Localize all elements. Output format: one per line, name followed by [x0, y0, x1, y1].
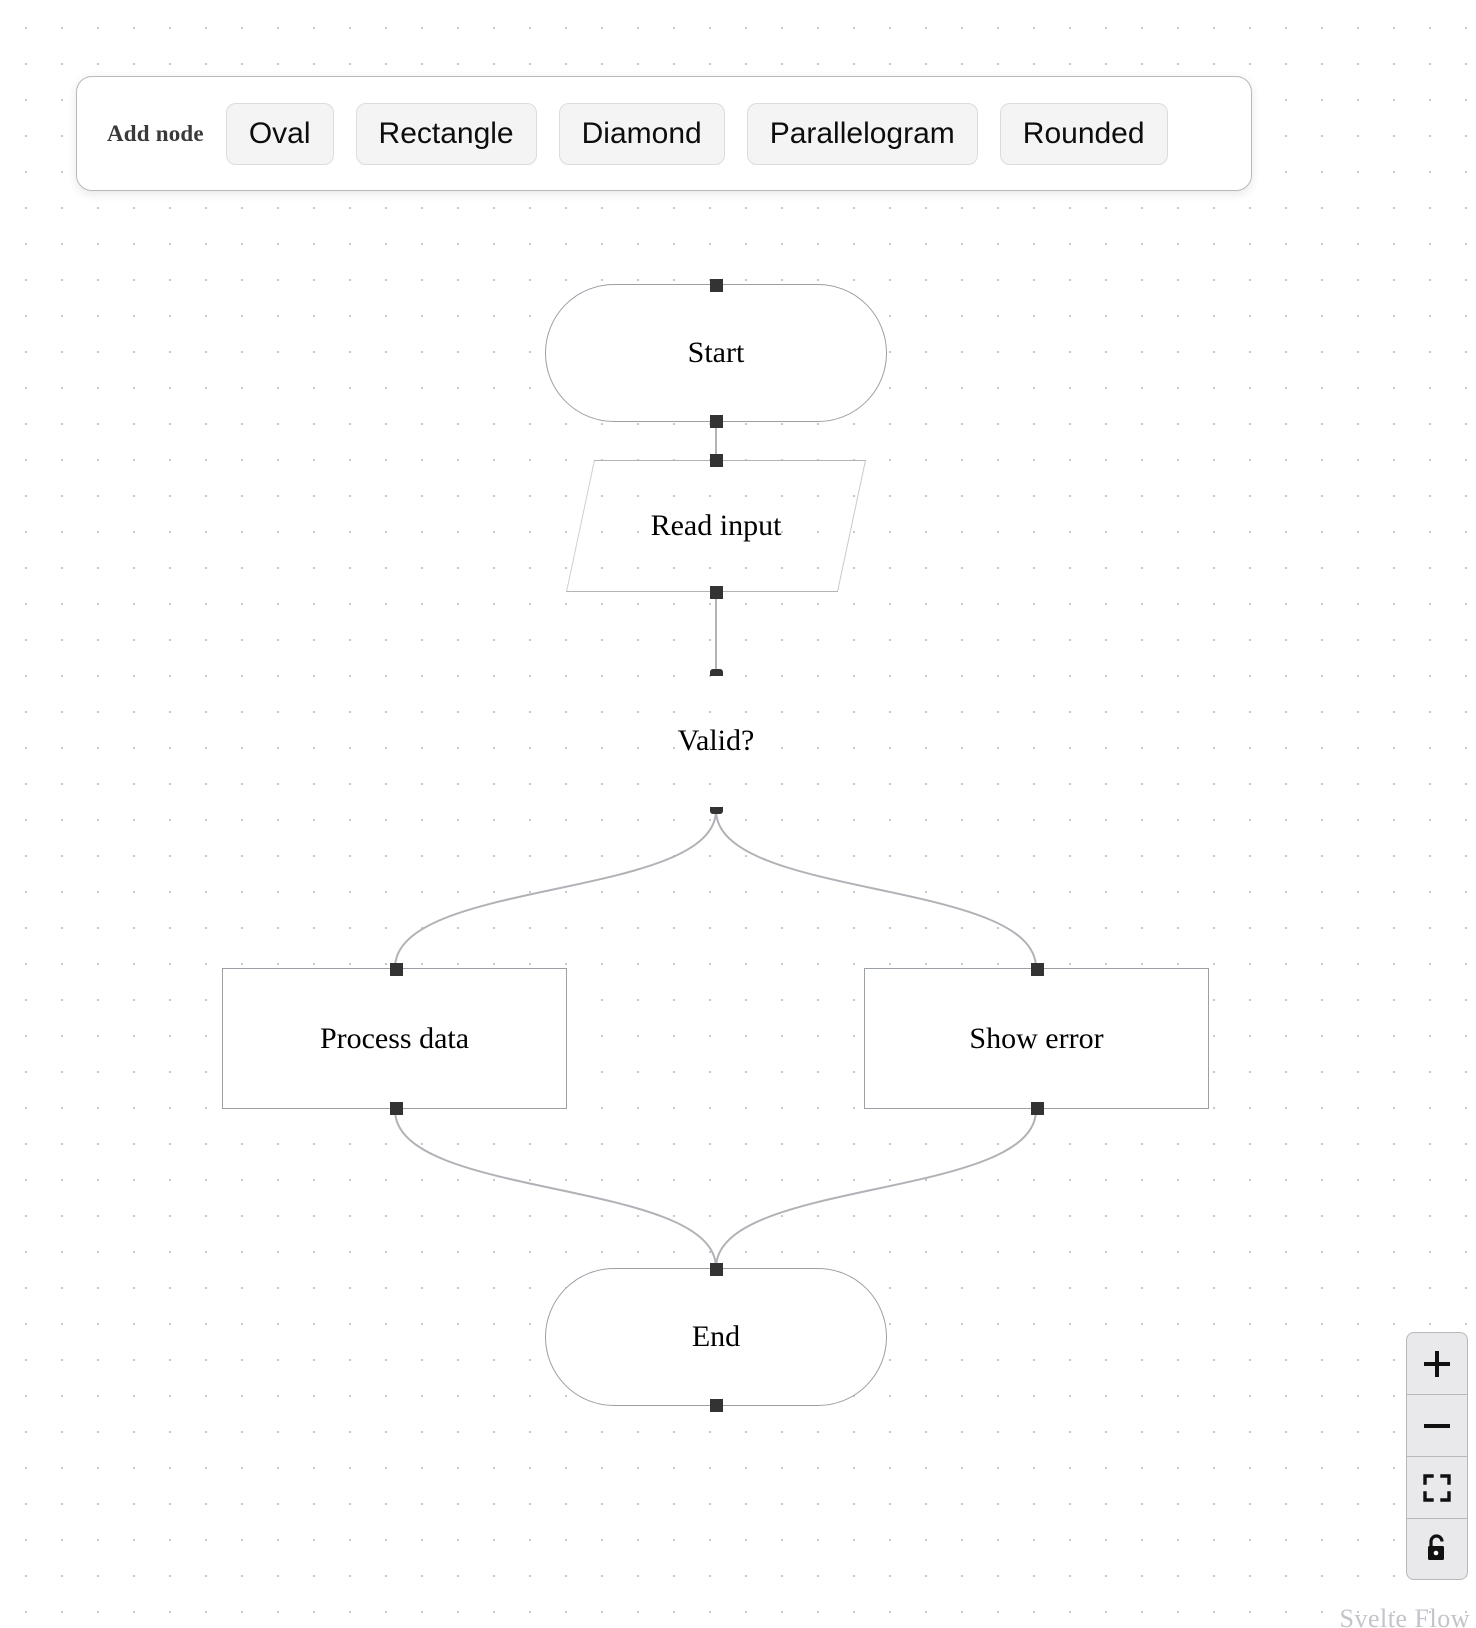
- handle-target-top[interactable]: [1030, 962, 1044, 976]
- edge-valid-to-process: [394, 809, 717, 969]
- unlock-icon: [1422, 1533, 1452, 1565]
- edge-show-error-to-end: [715, 1109, 1037, 1269]
- add-parallelogram-button[interactable]: Parallelogram: [746, 102, 978, 165]
- add-oval-button[interactable]: Oval: [225, 102, 334, 165]
- node-read-input-label: Read input: [650, 509, 782, 542]
- attribution-label: Svelte Flow: [1339, 1604, 1470, 1628]
- add-node-toolbar: Add node Oval Rectangle Diamond Parallel…: [76, 76, 1252, 191]
- edge-process-to-end: [394, 1109, 717, 1269]
- handle-source-bottom[interactable]: [709, 414, 723, 428]
- handle-source-bottom[interactable]: [709, 1398, 723, 1412]
- plus-icon: [1420, 1347, 1454, 1381]
- add-rectangle-button[interactable]: Rectangle: [355, 102, 537, 165]
- node-show-error-label: Show error: [969, 1021, 1104, 1055]
- handle-source-bottom[interactable]: [389, 1101, 403, 1115]
- handle-target-top[interactable]: [709, 278, 723, 292]
- handle-target-top[interactable]: [709, 668, 723, 676]
- zoom-in-button[interactable]: [1406, 1332, 1468, 1394]
- fit-view-button[interactable]: [1406, 1456, 1468, 1518]
- flow-controls: [1406, 1332, 1468, 1580]
- parallelogram-shape: [565, 460, 867, 592]
- add-node-label: Add node: [107, 120, 204, 146]
- lock-button[interactable]: [1406, 1518, 1468, 1580]
- node-show-error[interactable]: Show error: [864, 962, 1209, 1115]
- handle-source-bottom[interactable]: [709, 585, 723, 599]
- add-diamond-button[interactable]: Diamond: [558, 102, 725, 165]
- handle-target-top[interactable]: [709, 1262, 723, 1276]
- node-valid-label: Valid?: [677, 724, 755, 757]
- handle-target-top[interactable]: [389, 962, 403, 976]
- handle-target-top[interactable]: [709, 453, 723, 467]
- fit-view-icon: [1422, 1473, 1452, 1503]
- edge-valid-to-show-error: [715, 809, 1037, 969]
- node-end[interactable]: End: [545, 1262, 887, 1412]
- minus-icon: [1420, 1409, 1454, 1443]
- node-end-label: End: [691, 1320, 741, 1353]
- node-process-data[interactable]: Process data: [222, 962, 567, 1115]
- node-read-input[interactable]: Read input: [565, 453, 867, 599]
- add-rounded-button[interactable]: Rounded: [999, 102, 1168, 165]
- zoom-out-button[interactable]: [1406, 1394, 1468, 1456]
- node-process-data-label: Process data: [319, 1021, 470, 1055]
- handle-source-bottom[interactable]: [709, 806, 723, 814]
- node-valid[interactable]: Valid?: [596, 668, 836, 814]
- node-start-label: Start: [687, 336, 745, 369]
- node-start[interactable]: Start: [545, 278, 887, 428]
- handle-source-bottom[interactable]: [1030, 1101, 1044, 1115]
